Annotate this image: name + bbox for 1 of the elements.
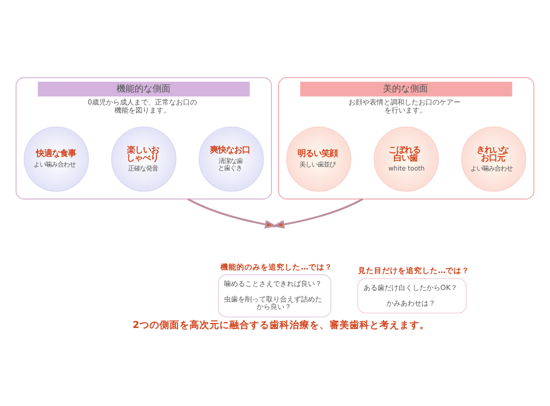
- caption: 2つの側面を高次元に融合する歯科治療を、審美歯科と考えます。: [132, 320, 430, 331]
